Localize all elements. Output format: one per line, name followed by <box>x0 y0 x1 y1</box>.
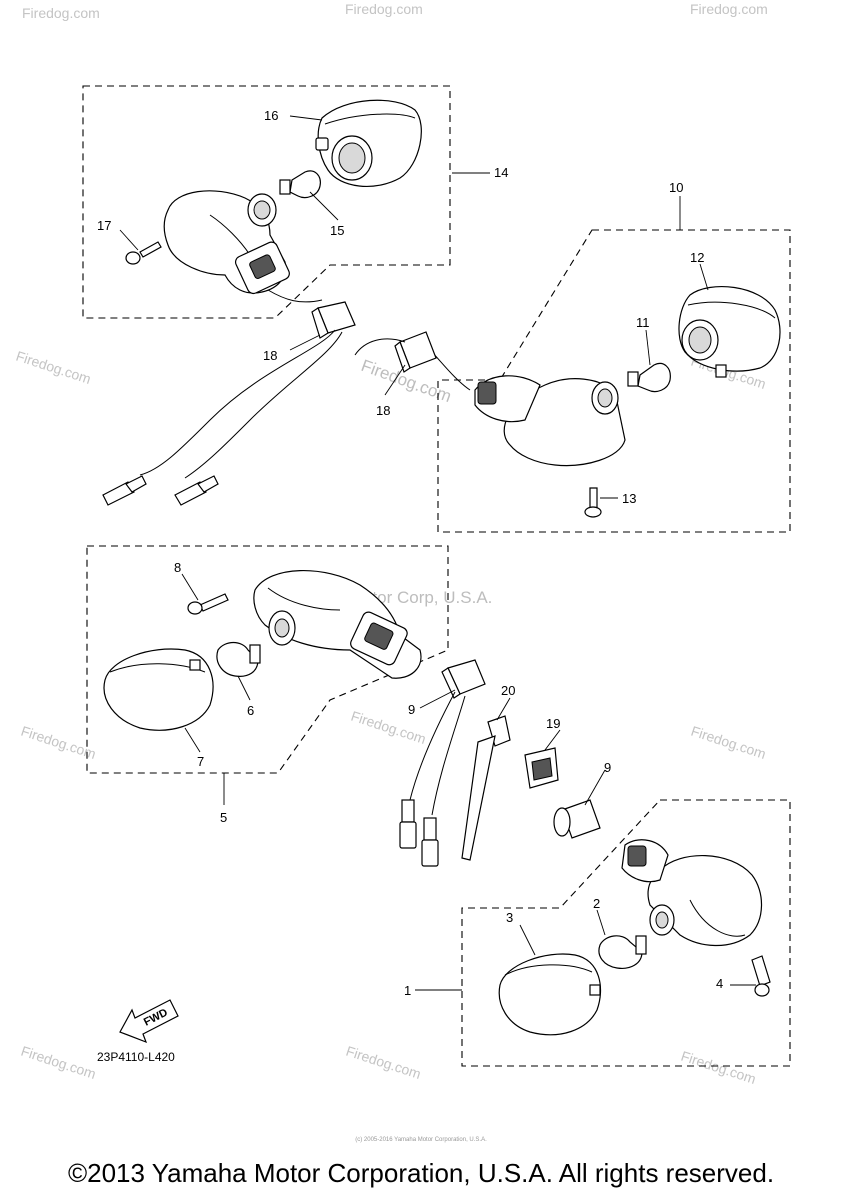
callout-9-upper: 9 <box>408 702 415 717</box>
screw-8 <box>187 593 229 615</box>
watermark-site: Firedog.com <box>344 1043 423 1082</box>
callout-6: 6 <box>247 703 254 718</box>
assembly-5-outline <box>86 545 449 774</box>
callout-3: 3 <box>506 910 513 925</box>
callout-11: 11 <box>636 315 650 330</box>
callout-7: 7 <box>197 754 204 769</box>
watermark-site: Firedog.com <box>345 1 423 17</box>
assembly-10-outline <box>437 229 791 533</box>
callout-numbers: 1 2 3 4 5 6 7 8 9 9 10 11 12 13 14 15 16… <box>97 108 723 998</box>
assembly-1-outline <box>461 799 791 1067</box>
callout-13: 13 <box>622 491 636 506</box>
screw-4 <box>751 955 771 997</box>
callout-19: 19 <box>546 716 560 731</box>
connector-18-upper <box>139 301 356 479</box>
callout-5: 5 <box>220 810 227 825</box>
watermark-site: Firedog.com <box>679 1048 758 1087</box>
callout-4: 4 <box>716 976 723 991</box>
housing-14 <box>163 190 323 303</box>
callout-2: 2 <box>593 896 600 911</box>
connector-9-upper <box>409 659 486 816</box>
bulb-2 <box>598 935 647 969</box>
callout-16: 16 <box>264 108 278 123</box>
bulb-6 <box>216 641 261 677</box>
tiny-copyright: (c) 2005-2016 Yamaha Motor Corporation, … <box>355 1137 487 1143</box>
callout-18-middle: 18 <box>376 403 390 418</box>
housing-10 <box>429 349 626 467</box>
callout-10: 10 <box>669 180 683 195</box>
watermark-site: Firedog.com <box>19 723 98 762</box>
watermark-site: Firedog.com <box>689 723 768 762</box>
terminals-upper <box>102 475 219 506</box>
watermark-site: Firedog.com <box>690 1 768 17</box>
housing-5 <box>253 570 422 679</box>
callout-17: 17 <box>97 218 111 233</box>
callout-12: 12 <box>690 250 704 265</box>
lens-7 <box>103 648 214 731</box>
watermark-site: Firedog.com <box>22 5 100 21</box>
callout-1: 1 <box>404 983 411 998</box>
housing-1 <box>621 839 763 947</box>
fwd-arrow-icon: FWD <box>119 999 179 1044</box>
lens-16 <box>315 99 422 188</box>
connector-18-middle <box>354 331 437 373</box>
diagram-code: 23P4110-L420 <box>97 1050 175 1064</box>
callout-9-lower: 9 <box>604 760 611 775</box>
bulb-15 <box>279 170 321 199</box>
callout-15: 15 <box>330 223 344 238</box>
cable-tie-20 <box>461 715 511 861</box>
lens-3 <box>498 953 602 1036</box>
leader-lines <box>119 115 756 986</box>
callout-20: 20 <box>501 683 515 698</box>
lens-12 <box>678 285 781 378</box>
copyright-footer: ©2013 Yamaha Motor Corporation, U.S.A. A… <box>67 1158 775 1188</box>
connector-9-lower <box>553 799 601 839</box>
watermark-site: Firedog.com <box>349 708 428 747</box>
screw-17 <box>125 241 162 265</box>
terminals-lower <box>399 799 439 867</box>
watermark-site: Firedog.com <box>19 1043 98 1082</box>
callout-18-upper: 18 <box>263 348 277 363</box>
callout-8: 8 <box>174 560 181 575</box>
callout-14: 14 <box>494 165 508 180</box>
watermark-site: Firedog.com <box>14 348 93 387</box>
assembly-14-outline <box>82 85 451 319</box>
clip-19 <box>524 747 559 789</box>
bulb-11 <box>627 362 671 393</box>
screw-13 <box>584 487 602 518</box>
